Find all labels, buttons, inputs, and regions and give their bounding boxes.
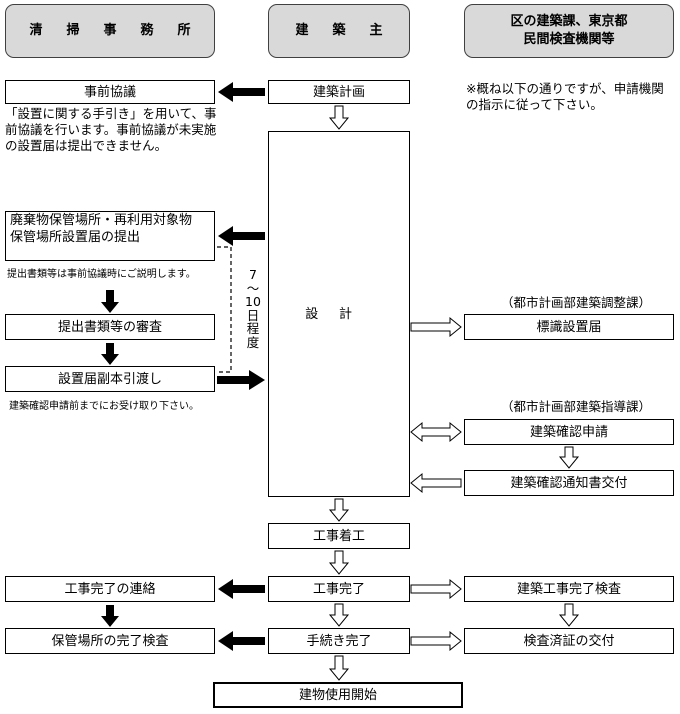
pre-consultation-label: 事前協議 xyxy=(83,84,136,100)
submission-line1: 廃棄物保管場所・再利用対象物 xyxy=(10,213,193,228)
dept-coordination: （都市計画部建築調整課） xyxy=(500,295,651,310)
inspection-certificate-label: 検査済証の交付 xyxy=(523,633,615,649)
hollow-arrow-down-design-start xyxy=(328,498,350,522)
copy-handover-label: 設置届副本引渡し xyxy=(57,371,162,387)
hollow-arrow-right-sign-notice xyxy=(410,316,462,338)
copy-note: 建築確認申請前までにお受け取り下さい。 xyxy=(9,401,199,412)
dept-guidance: （都市計画部建築指導課） xyxy=(500,399,651,414)
hollow-arrow-down-complete-procedures xyxy=(328,603,350,627)
hollow-arrow-right-inspection-certificate xyxy=(410,630,462,652)
solid-arrow-left-submission xyxy=(218,226,265,246)
building-use-label: 建物使用開始 xyxy=(298,687,377,703)
box-submission: 廃棄物保管場所・再利用対象物 保管場所設置届の提出 xyxy=(5,211,215,261)
completion-contact-label: 工事完了の連絡 xyxy=(64,581,156,597)
submission-note: 提出書類等は事前協議時にご説明します。 xyxy=(7,269,196,280)
procedures-complete-label: 手続き完了 xyxy=(306,633,372,649)
hollow-arrow-down-start-complete xyxy=(328,550,350,575)
hollow-arrow-double-confirmation xyxy=(410,421,462,443)
duration-label: 7 ～ 10 日 程 度 xyxy=(245,267,261,350)
hollow-arrow-down-procedures-use xyxy=(328,655,350,681)
header-building-owner-label: 建 築 主 xyxy=(295,23,393,38)
solid-arrow-down-to-copy xyxy=(101,343,119,365)
hollow-arrow-left-certificate xyxy=(410,472,462,494)
header-ward-division-line2: 民間検査機関等 xyxy=(523,32,615,47)
storage-inspection-label: 保管場所の完了検査 xyxy=(51,633,169,649)
box-storage-inspection: 保管場所の完了検査 xyxy=(5,628,215,654)
box-pre-consultation: 事前協議 xyxy=(5,80,215,104)
solid-arrow-right-copy-handover xyxy=(217,370,265,390)
solid-arrow-left-storage-inspection xyxy=(218,631,265,651)
box-confirmation-certificate: 建築確認通知書交付 xyxy=(464,470,674,496)
box-design: 設計 xyxy=(268,131,410,497)
box-completion-inspection: 建築工事完了検査 xyxy=(464,576,674,602)
design-label: 設計 xyxy=(305,306,373,322)
box-completion-contact: 工事完了の連絡 xyxy=(5,576,215,602)
solid-arrow-down-to-storage-inspection xyxy=(101,605,119,627)
box-construction-start: 工事着工 xyxy=(268,523,410,549)
box-planning: 建築計画 xyxy=(268,80,410,104)
box-sign-notice: 標識設置届 xyxy=(464,314,674,340)
solid-arrow-left-completion-contact xyxy=(218,579,265,599)
header-ward-division: 区の建築課、東京都 民間検査機関等 xyxy=(464,4,674,58)
submission-line2: 保管場所設置届の提出 xyxy=(10,230,141,245)
sign-notice-label: 標識設置届 xyxy=(536,319,602,335)
hollow-arrow-down-application-certificate xyxy=(558,446,580,469)
planning-label: 建築計画 xyxy=(312,84,365,100)
header-ward-division-line1: 区の建築課、東京都 xyxy=(510,14,628,29)
construction-start-label: 工事着工 xyxy=(312,528,365,544)
review-label: 提出書類等の審査 xyxy=(57,319,162,335)
hollow-arrow-down-planning-design xyxy=(328,105,350,130)
confirmation-certificate-label: 建築確認通知書交付 xyxy=(510,475,628,491)
completion-inspection-label: 建築工事完了検査 xyxy=(516,581,621,597)
duration-dashed-bracket xyxy=(217,246,232,373)
pre-consultation-note: 「設置に関する手引き」を用いて、事前協議を行います。事前協議が未実施の設置届は提… xyxy=(5,106,217,153)
construction-complete-label: 工事完了 xyxy=(312,581,365,597)
box-copy-handover: 設置届副本引渡し xyxy=(5,366,215,392)
box-construction-complete: 工事完了 xyxy=(268,576,410,602)
header-cleaning-office: 清 掃 事 務 所 xyxy=(5,4,215,58)
confirmation-application-label: 建築確認申請 xyxy=(529,424,608,440)
right-notice: ※概ね以下の通りですが、申請機関の指示に従って下さい。 xyxy=(466,81,664,112)
box-procedures-complete: 手続き完了 xyxy=(268,628,410,654)
header-building-owner: 建 築 主 xyxy=(268,4,410,58)
box-inspection-certificate: 検査済証の交付 xyxy=(464,628,674,654)
solid-arrow-down-to-review xyxy=(101,290,119,313)
box-review: 提出書類等の審査 xyxy=(5,314,215,340)
solid-arrow-left-pre-consultation xyxy=(218,82,265,102)
hollow-arrow-down-inspection-certificate xyxy=(558,603,580,627)
hollow-arrow-right-completion-inspection xyxy=(410,578,462,600)
box-confirmation-application: 建築確認申請 xyxy=(464,419,674,445)
header-cleaning-office-label: 清 掃 事 務 所 xyxy=(29,23,201,38)
box-building-use: 建物使用開始 xyxy=(213,682,463,708)
